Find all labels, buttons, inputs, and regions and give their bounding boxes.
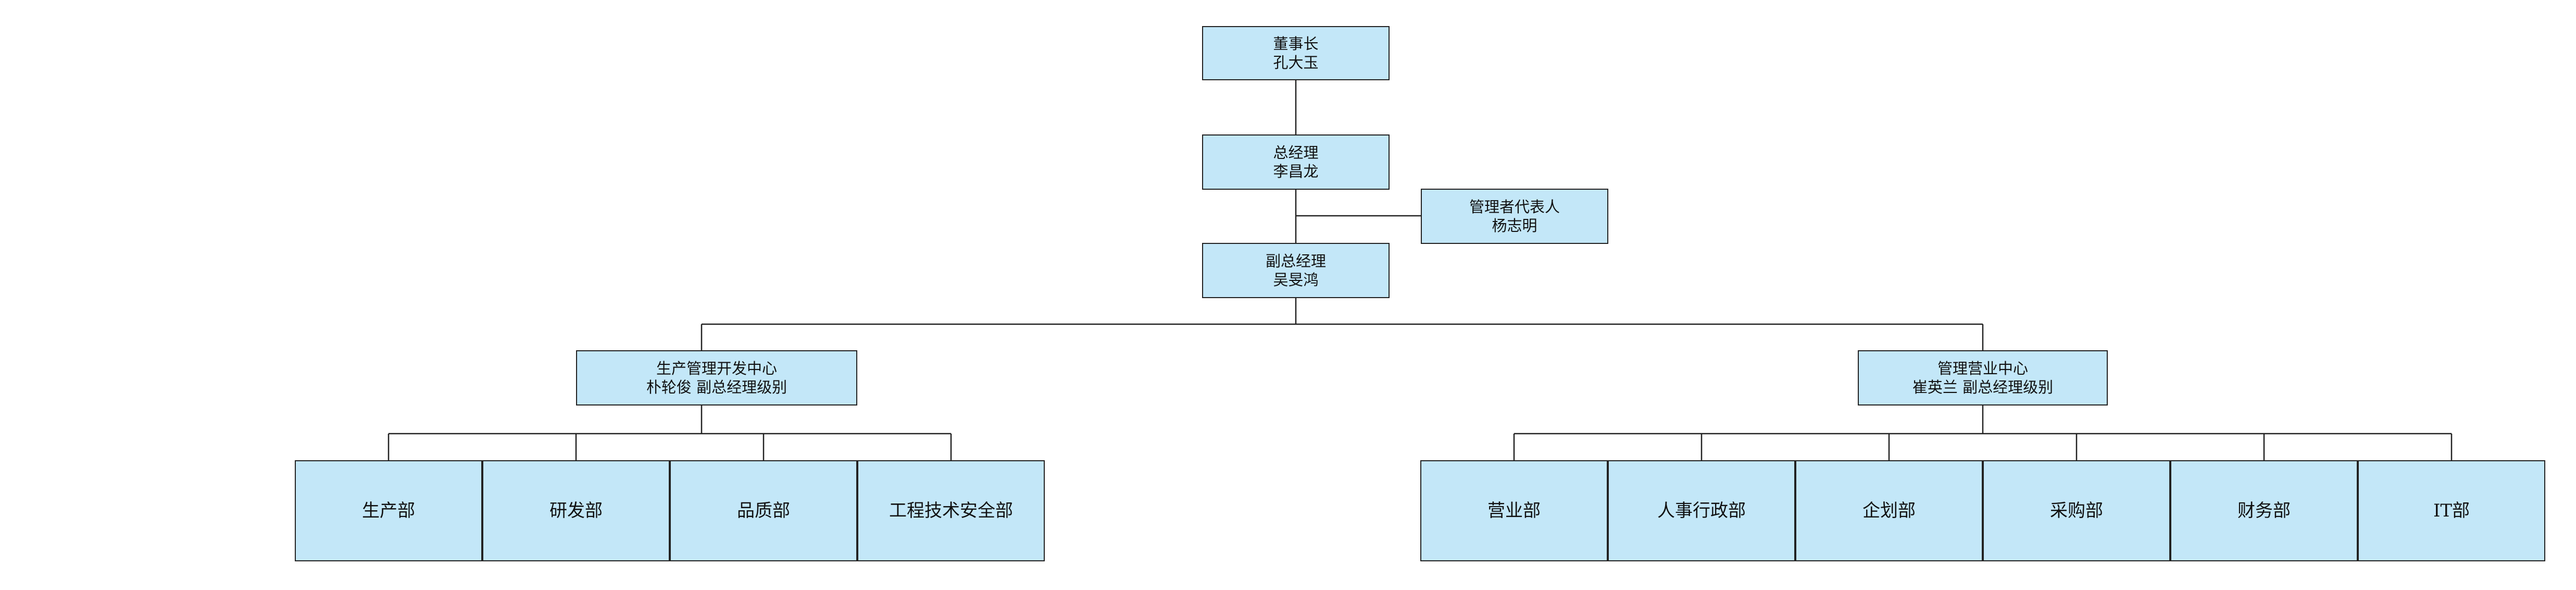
production-center-title: 生产管理开发中心	[656, 359, 777, 377]
deputy-gm-box: 副总经理 吴旻鸿	[1202, 243, 1390, 298]
chairman-title: 董事长	[1273, 34, 1319, 53]
dept-production-label: 生产部	[362, 500, 415, 521]
management-rep-title: 管理者代表人	[1469, 198, 1560, 216]
dept-hr-admin: 人事行政部	[1608, 460, 1795, 561]
dept-quality: 品质部	[670, 460, 857, 561]
dept-sales: 营业部	[1420, 460, 1608, 561]
chairman-name: 孔大玉	[1273, 54, 1319, 71]
dept-rnd: 研发部	[482, 460, 670, 561]
dept-production: 生产部	[295, 460, 482, 561]
dept-engineering-safety: 工程技术安全部	[857, 460, 1045, 561]
sales-center-box: 管理营业中心 崔英兰 副总经理级别	[1858, 350, 2108, 405]
management-rep-name: 杨志明	[1492, 217, 1537, 235]
general-manager-box: 总经理 李昌龙	[1202, 134, 1390, 190]
dept-finance: 财务部	[2170, 460, 2358, 561]
dept-finance-label: 财务部	[2237, 500, 2291, 521]
dept-planning: 企划部	[1795, 460, 1983, 561]
dept-hr-admin-label: 人事行政部	[1657, 500, 1746, 521]
management-rep-box: 管理者代表人 杨志明	[1421, 189, 1608, 244]
dept-purchasing-label: 采购部	[2050, 500, 2103, 521]
deputy-gm-name: 吴旻鸿	[1273, 271, 1319, 289]
general-manager-title: 总经理	[1273, 143, 1319, 162]
production-center-box: 生产管理开发中心 朴轮俊 副总经理级别	[576, 350, 857, 405]
dept-purchasing: 采购部	[1983, 460, 2170, 561]
general-manager-name: 李昌龙	[1273, 163, 1319, 180]
sales-center-name: 崔英兰 副总经理级别	[1912, 378, 2054, 396]
dept-planning-label: 企划部	[1862, 500, 1916, 521]
dept-it-label: IT部	[2433, 500, 2470, 521]
chairman-box: 董事长 孔大玉	[1202, 26, 1390, 80]
dept-sales-label: 营业部	[1487, 500, 1541, 521]
dept-quality-label: 品质部	[737, 500, 790, 521]
deputy-gm-title: 副总经理	[1265, 252, 1326, 270]
dept-engineering-safety-label: 工程技术安全部	[889, 500, 1013, 521]
production-center-name: 朴轮俊 副总经理级别	[646, 378, 787, 396]
dept-rnd-label: 研发部	[549, 500, 603, 521]
sales-center-title: 管理营业中心	[1937, 359, 2028, 377]
dept-it: IT部	[2358, 460, 2545, 561]
